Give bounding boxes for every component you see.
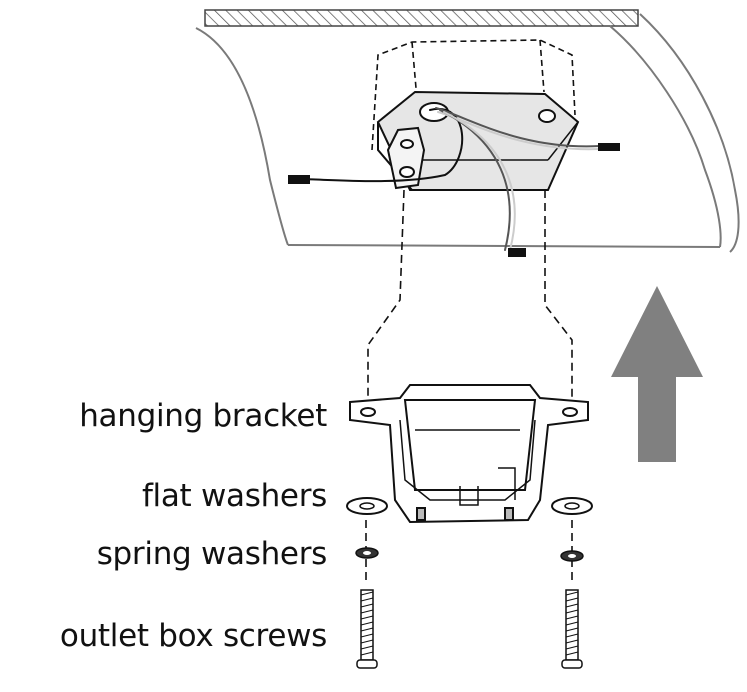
outlet-box-screw-left bbox=[356, 589, 378, 669]
outlet-box-screws-label: outlet box screws bbox=[59, 618, 327, 654]
projection-outline bbox=[371, 39, 576, 151]
hanging-bracket bbox=[349, 384, 589, 524]
outlet-box bbox=[376, 90, 580, 191]
up-arrow-icon bbox=[611, 286, 703, 462]
spring-washer-right bbox=[560, 550, 584, 562]
outlet-box-screw-right bbox=[561, 589, 583, 669]
spring-washer-left bbox=[355, 547, 379, 559]
ceiling-hatch bbox=[204, 9, 639, 27]
flat-washer-right bbox=[551, 497, 593, 515]
hanging-bracket-label: hanging bracket bbox=[79, 398, 327, 434]
flat-washers-label: flat washers bbox=[141, 478, 327, 514]
spring-washers-label: spring washers bbox=[96, 536, 328, 572]
wires bbox=[288, 107, 620, 257]
flat-washer-left bbox=[346, 497, 388, 515]
ceiling-panel bbox=[195, 13, 740, 253]
